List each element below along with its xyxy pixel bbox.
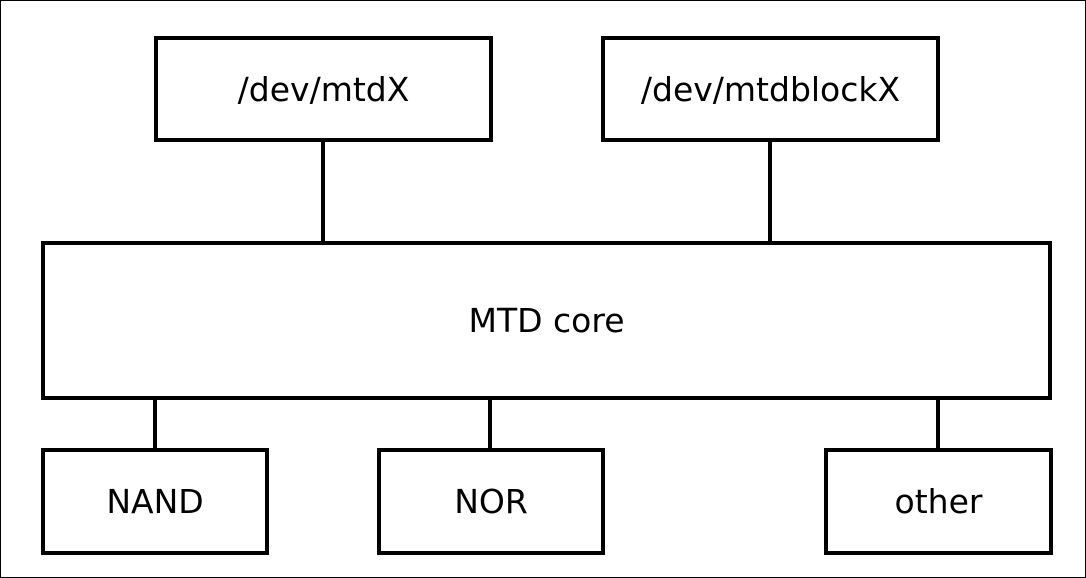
node-nand-label: NAND — [106, 482, 204, 521]
node-nand: NAND — [41, 448, 269, 555]
node-mtd-core-label: MTD core — [468, 301, 625, 340]
connector-core-to-nand — [153, 400, 157, 448]
node-nor-label: NOR — [454, 482, 528, 521]
connector-mtdblock-to-core — [768, 142, 772, 241]
node-dev-mtdblock: /dev/mtdblockX — [601, 36, 940, 142]
node-dev-mtd-label: /dev/mtdX — [237, 69, 410, 109]
connector-core-to-other — [936, 400, 940, 448]
node-mtd-core: MTD core — [41, 241, 1052, 400]
node-dev-mtd: /dev/mtdX — [154, 36, 493, 142]
node-other: other — [824, 448, 1053, 555]
connector-mtd-to-core — [321, 142, 325, 241]
connector-core-to-nor — [488, 400, 492, 448]
node-other-label: other — [894, 482, 983, 521]
node-dev-mtdblock-label: /dev/mtdblockX — [640, 69, 901, 109]
node-nor: NOR — [377, 448, 605, 555]
